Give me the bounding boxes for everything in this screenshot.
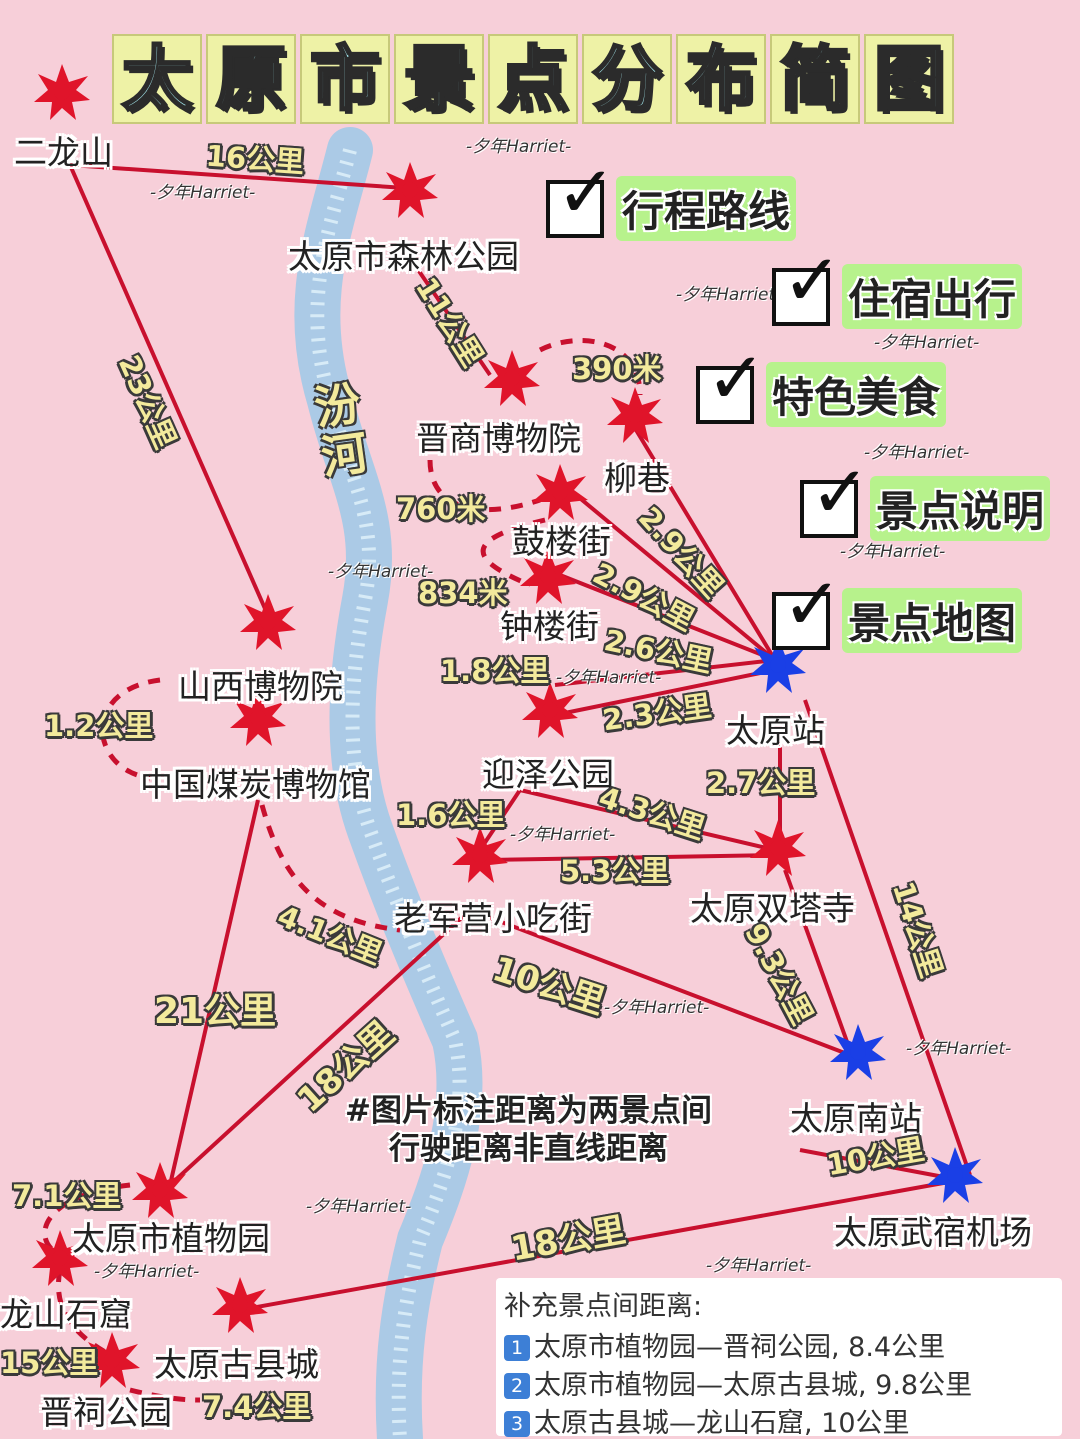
watermark: -夕年Harriet- — [906, 1039, 1012, 1059]
place-jinshang: 晋商博物院 — [416, 419, 581, 458]
distance-label: 1.2公里 — [44, 709, 154, 743]
distance-label: 21公里 — [154, 991, 277, 1032]
place-twin-pagoda: 太原双塔寺 — [690, 889, 855, 928]
place-jinci: 晋祠公园 — [40, 1393, 172, 1432]
watermark: -夕年Harriet- — [874, 333, 980, 353]
note-line: #图片标注距离为两景点间 — [345, 1093, 712, 1129]
place-gulou: 鼓楼街 — [512, 522, 611, 561]
place-longshan: 龙山石窟 — [0, 1295, 132, 1334]
place-shanxi-museum: 山西博物院 — [178, 667, 343, 706]
distance-label: 390米 — [572, 352, 662, 386]
checklist-item: ✓ 住宿出行 — [772, 244, 1023, 329]
place-ancient-city: 太原古县城 — [154, 1345, 319, 1384]
place-laojunying: 老军营小吃街 — [394, 899, 592, 938]
checklist-item: ✓ 景点地图 — [772, 568, 1023, 653]
number-badge-icon: 3 — [504, 1411, 530, 1437]
route-lines — [68, 163, 972, 1312]
title-char: 图 — [864, 34, 954, 124]
distance-label: 1.8公里 — [440, 654, 550, 688]
checklist-item: ✓ 特色美食 — [696, 342, 947, 427]
fen-river — [294, 127, 483, 1439]
spot-marker-jinshang — [484, 350, 540, 406]
checkbox-icon: ✓ — [772, 244, 842, 326]
supplement-text: 太原市植物园—晋祠公园, 8.4公里 — [534, 1332, 946, 1363]
distance-label: 7.1公里 — [12, 1179, 122, 1213]
watermark: -夕年Harriet- — [604, 998, 710, 1018]
checkbox-icon: ✓ — [800, 456, 870, 538]
watermark: -夕年Harriet- — [510, 825, 616, 845]
supplement-text: 太原市植物园—太原古县城, 9.8公里 — [534, 1370, 973, 1401]
title-char: 原 — [206, 34, 296, 124]
spot-marker-gulou — [532, 464, 588, 520]
distance-label: 2.7公里 — [706, 766, 816, 800]
number-badge-icon: 1 — [504, 1335, 530, 1361]
title-char: 简 — [770, 34, 860, 124]
spot-marker-erlongshan — [34, 64, 90, 120]
checklist-label: 行程路线 — [616, 176, 797, 241]
checkbox-icon: ✓ — [772, 568, 842, 650]
place-zhonglou: 钟楼街 — [500, 607, 599, 646]
checklist-item: ✓ 景点说明 — [800, 456, 1051, 541]
note-line: 行驶距离非直线距离 — [388, 1131, 668, 1167]
checklist-label: 特色美食 — [766, 362, 947, 427]
place-coal-museum: 中国煤炭博物馆 — [140, 765, 371, 804]
title-char: 布 — [676, 34, 766, 124]
title-char: 市 — [300, 34, 390, 124]
watermark: -夕年Harriet- — [706, 1256, 812, 1276]
watermark: -夕年Harriet- — [94, 1262, 200, 1282]
watermark: -夕年Harriet- — [676, 285, 782, 305]
supplement-row: 2 太原市植物园—太原古县城, 9.8公里 — [504, 1367, 1054, 1405]
checklist-item: ✓ 行程路线 — [546, 156, 797, 241]
supplement-row: 1 太原市植物园—晋祠公园, 8.4公里 — [504, 1329, 1054, 1367]
watermark: -夕年Harriet- — [556, 668, 662, 688]
place-erlongshan: 二龙山 — [14, 133, 113, 172]
place-liuxiang: 柳巷 — [604, 459, 670, 498]
watermark: -夕年Harriet- — [864, 443, 970, 463]
checkbox-icon: ✓ — [696, 342, 766, 424]
watermark: -夕年Harriet- — [840, 542, 946, 562]
title-char: 点 — [488, 34, 578, 124]
spot-marker-forest-park — [382, 162, 438, 218]
spot-marker-laojunying — [452, 827, 508, 883]
distance-label: 834米 — [418, 576, 508, 610]
checklist-label: 景点地图 — [842, 588, 1023, 653]
checkbox-icon: ✓ — [546, 156, 616, 238]
distance-label: 5.3公里 — [560, 854, 670, 888]
place-taiyuan-station: 太原站 — [726, 711, 825, 750]
watermark: -夕年Harriet- — [466, 137, 572, 157]
supplement-text: 太原古县城—龙山石窟, 10公里 — [534, 1408, 910, 1439]
watermark: -夕年Harriet- — [306, 1197, 412, 1217]
place-botanical: 太原市植物园 — [72, 1219, 270, 1258]
checklist-label: 住宿出行 — [842, 264, 1023, 329]
supplement-box: 补充景点间距离: 1 太原市植物园—晋祠公园, 8.4公里 2 太原市植物园—太… — [496, 1278, 1062, 1439]
title-char: 太 — [112, 34, 202, 124]
checklist-label: 景点说明 — [870, 476, 1051, 541]
title-char: 分 — [582, 34, 672, 124]
distance-label: 7.4公里 — [202, 1390, 312, 1424]
spot-marker-liuxiang — [607, 387, 663, 443]
distance-label: 16公里 — [204, 138, 306, 180]
place-yingze-park: 迎泽公园 — [482, 755, 614, 794]
distance-label: 15公里 — [0, 1346, 99, 1380]
place-forest-park: 太原市森林公园 — [288, 237, 519, 276]
number-badge-icon: 2 — [504, 1373, 530, 1399]
supplement-title: 补充景点间距离: — [504, 1291, 703, 1322]
distance-label: 760米 — [396, 492, 486, 526]
spot-marker-shanxi-museum — [240, 594, 296, 650]
distance-note: #图片标注距离为两景点间 行驶距离非直线距离 — [345, 1092, 712, 1168]
place-south-station: 太原南站 — [790, 1099, 922, 1138]
watermark: -夕年Harriet- — [150, 183, 256, 203]
supplement-row: 3 太原古县城—龙山石窟, 10公里 — [504, 1405, 1054, 1439]
place-airport: 太原武宿机场 — [834, 1213, 1032, 1252]
watermark: -夕年Harriet- — [328, 562, 434, 582]
title-char: 景 — [394, 34, 484, 124]
distance-label: 1.6公里 — [396, 798, 506, 832]
spot-marker-botanical — [132, 1162, 188, 1218]
